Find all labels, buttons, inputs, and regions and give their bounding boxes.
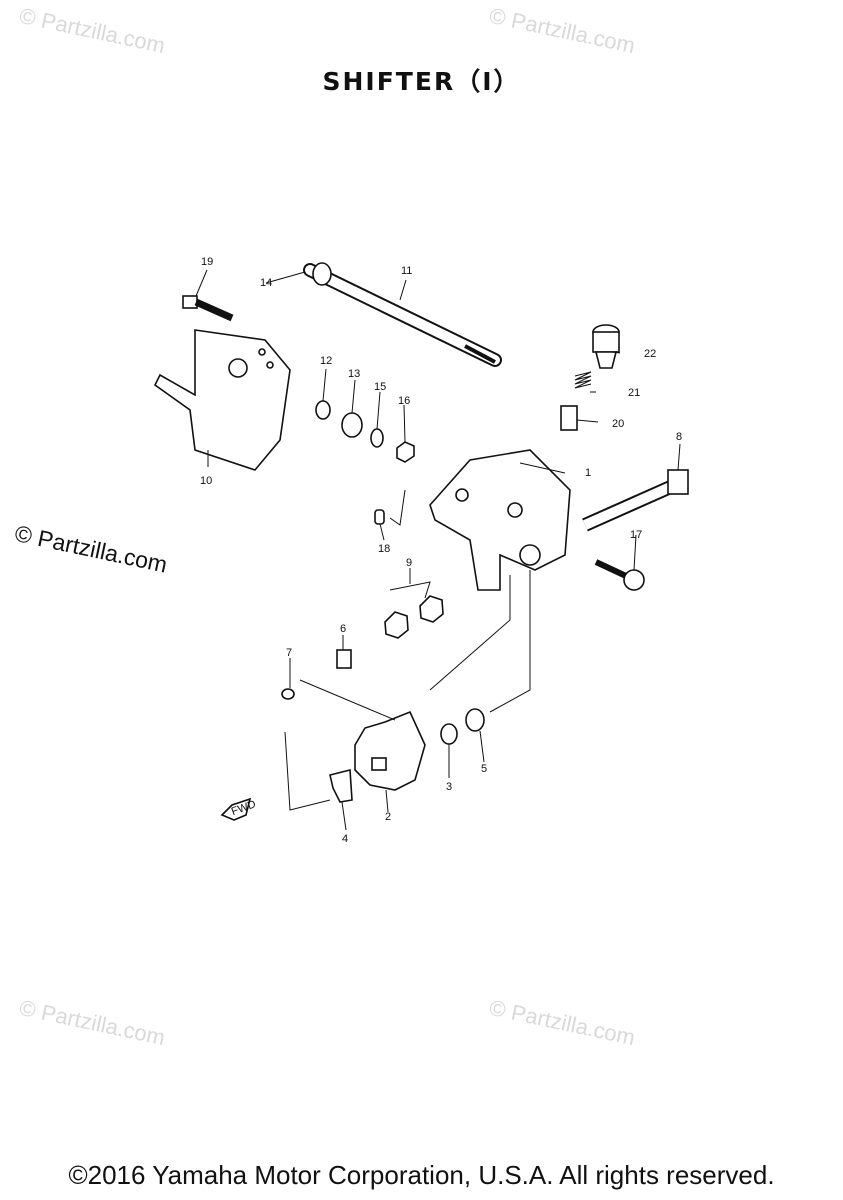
callout-label: 3 [446, 781, 452, 793]
part-plug[interactable] [592, 324, 620, 369]
leader-lines [195, 269, 681, 831]
part-nut[interactable] [384, 611, 409, 639]
part-washer[interactable] [440, 723, 458, 745]
part-spring[interactable] [574, 371, 592, 389]
part-housing[interactable] [429, 449, 571, 591]
callout-label: 21 [628, 387, 640, 399]
callout-label: 17 [630, 529, 642, 541]
callout-label: 14 [260, 277, 272, 289]
callout-label: 11 [401, 265, 412, 277]
callout-label: 4 [342, 833, 348, 845]
part-clip[interactable] [281, 688, 295, 700]
part-collar[interactable] [341, 412, 363, 438]
part-pin[interactable] [374, 509, 385, 525]
callout-label: 13 [348, 368, 360, 380]
part-bracket[interactable] [329, 768, 353, 803]
part-shift-pin[interactable] [560, 405, 578, 431]
part-screw[interactable] [594, 559, 645, 591]
part-nut[interactable] [396, 441, 415, 463]
callout-label: 16 [398, 395, 410, 407]
part-washer[interactable] [315, 400, 331, 420]
callout-label: 1 [585, 467, 591, 479]
callout-label: 20 [612, 418, 624, 430]
part-shaft[interactable] [303, 262, 502, 367]
callout-label: 12 [320, 355, 332, 367]
part-shift-cam[interactable] [354, 710, 426, 791]
callout-label: 19 [201, 256, 213, 268]
part-circlip[interactable] [370, 428, 384, 448]
callout-label: 10 [200, 475, 212, 487]
callout-label: 6 [340, 623, 346, 635]
part-long-bolt[interactable] [582, 469, 689, 532]
part-shift-stopper[interactable] [336, 649, 352, 669]
fwd-arrow-icon [220, 797, 252, 821]
callout-label: 2 [385, 811, 391, 823]
copyright-notice: ©2016 Yamaha Motor Corporation, U.S.A. A… [68, 1160, 775, 1190]
callout-label: 18 [378, 543, 390, 555]
callout-label: 8 [676, 431, 682, 443]
callout-label: 7 [286, 647, 292, 659]
part-nut[interactable] [419, 595, 444, 623]
part-plate[interactable] [153, 329, 291, 471]
callout-label: 22 [644, 348, 656, 360]
part-bolt[interactable] [182, 295, 234, 322]
callout-label: 5 [481, 763, 487, 775]
diagram-title: SHIFTER（I） [322, 67, 521, 96]
part-washer[interactable] [465, 708, 485, 732]
callout-label: 15 [374, 381, 386, 393]
callout-label: 9 [406, 557, 412, 569]
